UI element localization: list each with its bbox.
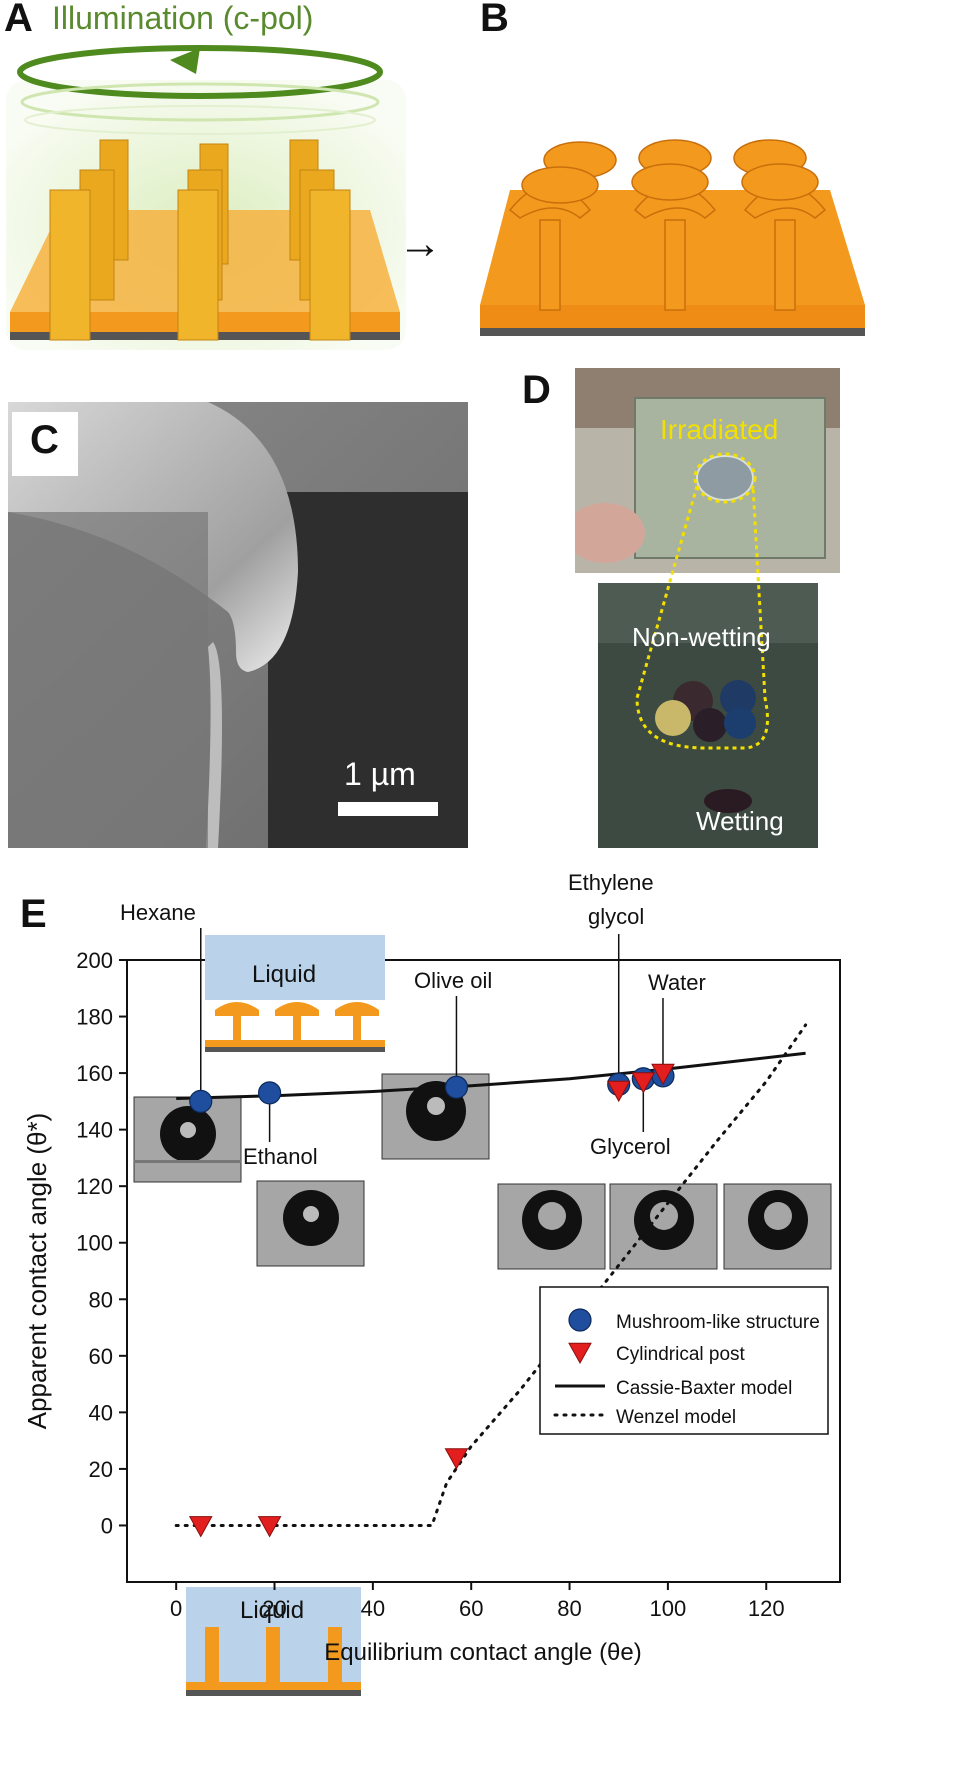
cylindrical-data-point <box>257 1516 282 1538</box>
cylindrical-data-point <box>188 1516 213 1538</box>
panel-d-photo-bottom <box>598 583 818 848</box>
panel-a-illustration <box>6 45 406 350</box>
x-tick-label: 60 <box>459 1596 483 1621</box>
annotation-label: Glycerol <box>590 1134 671 1159</box>
droplet-photo-ethylene-glycol <box>497 1183 606 1270</box>
panel-d-photo-top <box>575 368 840 573</box>
panel-d-label: D <box>522 368 551 412</box>
annotation-label: Ethylene <box>568 870 654 895</box>
legend-marker-circle <box>568 1308 592 1332</box>
mushroom-data-point <box>189 1089 213 1113</box>
legend-entry-label: Wenzel model <box>616 1407 736 1428</box>
y-tick-label: 120 <box>76 1174 113 1199</box>
annotation-label: Olive oil <box>414 968 492 993</box>
mushroom-data-point <box>444 1075 469 1099</box>
droplet-photo-glycerol <box>609 1183 718 1270</box>
y-axis-title: Apparent contact angle (θ*) <box>22 1113 52 1430</box>
scale-bar-label: 1 µm <box>344 756 416 792</box>
cylindrical-data-point <box>444 1448 469 1470</box>
cylindrical-data-point <box>651 1063 675 1086</box>
y-tick-label: 160 <box>76 1061 113 1086</box>
y-tick-label: 0 <box>101 1513 113 1538</box>
non-wetting-label: Non-wetting <box>632 622 771 652</box>
y-tick-label: 80 <box>89 1287 113 1312</box>
panel-c-label: C <box>30 418 59 462</box>
x-tick-label: 40 <box>361 1596 385 1621</box>
mushroom-data-point <box>258 1081 282 1105</box>
panel-b-label: B <box>480 0 509 40</box>
legend-entry-label: Mushroom-like structure <box>616 1312 820 1333</box>
y-tick-label: 40 <box>89 1400 113 1425</box>
x-tick-label: 20 <box>262 1596 286 1621</box>
panel-b-illustration <box>480 139 865 336</box>
panel-a-title: Illumination (c-pol) <box>52 0 314 36</box>
cylindrical-data-point <box>631 1072 656 1094</box>
legend-box <box>539 1286 829 1435</box>
panel-a-label: A <box>4 0 33 40</box>
annotation-label: glycol <box>588 904 644 929</box>
y-tick-label: 200 <box>76 948 113 973</box>
x-tick-label: 0 <box>170 1596 182 1621</box>
inset-schematic-bottom <box>186 1587 361 1696</box>
y-tick-label: 180 <box>76 1005 113 1030</box>
y-tick-label: 60 <box>89 1344 113 1369</box>
y-tick-label: 140 <box>76 1118 113 1143</box>
inset-schematic-top <box>205 935 385 1052</box>
wetting-label: Wetting <box>696 806 784 836</box>
annotation-label: Water <box>648 970 706 995</box>
legend-entry-label: Cylindrical post <box>616 1344 746 1365</box>
x-tick-label: 80 <box>557 1596 581 1621</box>
x-tick-label: 120 <box>748 1596 785 1621</box>
annotation-label: Ethanol <box>243 1144 318 1169</box>
legend-marker-triangle <box>568 1342 592 1365</box>
cylindrical-data-point <box>606 1080 631 1103</box>
inset-bottom-liquid-label: Liquid <box>240 1597 304 1624</box>
arrow-right-icon: → <box>398 219 442 268</box>
x-tick-label: 100 <box>650 1596 687 1621</box>
y-tick-label: 20 <box>89 1457 113 1482</box>
droplet-photo-water <box>723 1183 832 1270</box>
panel-e-label: E <box>20 892 47 936</box>
inset-top-liquid-label: Liquid <box>252 961 316 988</box>
legend-entry-label: Cassie-Baxter model <box>616 1378 792 1399</box>
panel-c-label-box <box>12 412 78 476</box>
irradiated-label: Irradiated <box>660 414 779 445</box>
contact-angle-chart: Liquid Liquid 0 20 40 60 80 100 120 0 20 40 60 80 10… <box>22 870 841 1696</box>
irradiated-highlight-outline <box>635 452 769 750</box>
droplet-photo-hexane <box>133 1096 242 1183</box>
plot-frame <box>126 959 841 1583</box>
annotation-label: Hexane <box>120 900 196 925</box>
droplet-photo-ethanol <box>256 1180 365 1267</box>
y-tick-label: 100 <box>76 1231 113 1256</box>
x-axis-title: Equilibrium contact angle (θe) <box>324 1639 642 1666</box>
panel-c-sem-image <box>8 402 468 848</box>
